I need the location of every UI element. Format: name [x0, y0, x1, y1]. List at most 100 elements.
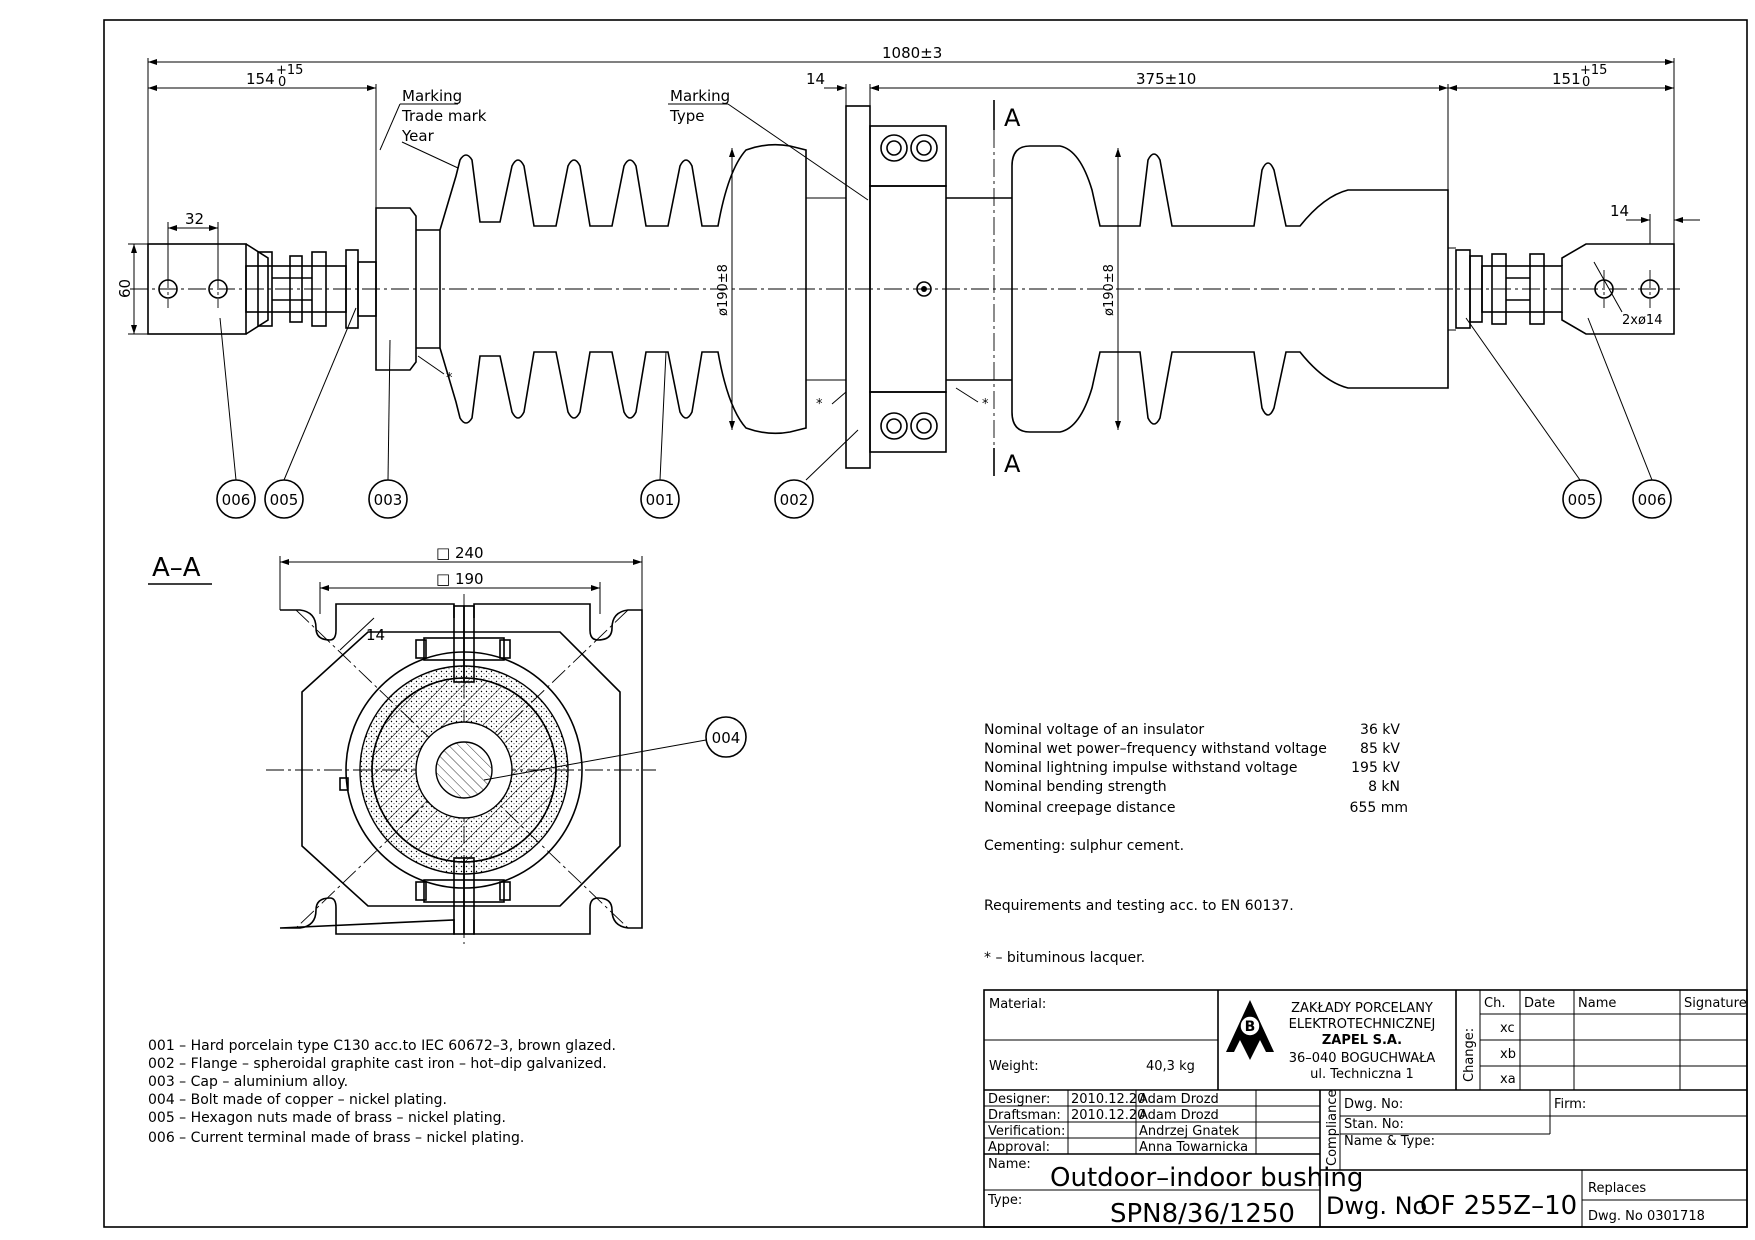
dim-right-part: 375±10 — [1136, 70, 1196, 88]
dim-left-tol-up: +15 — [276, 63, 303, 78]
rating-value-3: 8 kN — [1368, 779, 1400, 795]
logo-letter: B — [1245, 1019, 1256, 1035]
flange-002 — [845, 105, 947, 469]
dwg-label: Dwg. No — [1326, 1192, 1427, 1220]
firm-label: Firm: — [1554, 1097, 1586, 1112]
approval-name: Anna Towarnicka — [1139, 1140, 1248, 1155]
left-terminal — [147, 243, 377, 335]
asterisk-neck: * — [982, 397, 989, 412]
dim-left-terminal: 154 — [246, 70, 275, 88]
part-001: 001 – Hard porcelain type C130 acc.to IE… — [148, 1038, 616, 1054]
company-line3: ZAPEL S.A. — [1322, 1033, 1402, 1048]
marking-annotations: Marking Trade mark Year Marking Type — [379, 87, 869, 201]
rating-label-2: Nominal lightning impulse withstand volt… — [984, 760, 1297, 776]
rev-xb: xb — [1500, 1047, 1516, 1062]
stan-no-label: Stan. No: — [1344, 1117, 1404, 1132]
rating-label-4: Nominal creepage distance — [984, 800, 1175, 816]
company-line1: ZAKŁADY PORCELANY — [1291, 1001, 1433, 1016]
sheet-border — [103, 19, 1748, 1228]
parts-list: 001 – Hard porcelain type C130 acc.to IE… — [148, 1038, 616, 1146]
marking-left-line1: Trade mark — [401, 107, 487, 125]
dim-right-tab: 14 — [1610, 202, 1629, 220]
dim-left-tol-low: 0 — [278, 75, 286, 90]
dimension-lines: 1080±3 154 +15 0 14 375±10 151 +15 0 32 … — [116, 44, 1700, 335]
part-004: 004 – Bolt made of copper – nickel plati… — [148, 1092, 447, 1108]
title-block: Material: Weight: 40,3 kg B ZAKŁADY PORC… — [983, 989, 1748, 1229]
balloon-005-right: 005 — [1568, 491, 1597, 509]
shed-diameter-left: ø190±8 — [716, 264, 731, 316]
part-balloons: 006 005 003 001 002 005 006 — [216, 307, 1672, 519]
weight-value: 40,3 kg — [1146, 1059, 1195, 1074]
type-value: SPN8/36/1250 — [1110, 1199, 1295, 1229]
section-dim-outer: □ 240 — [436, 544, 484, 562]
section-view-a-a: A–A □ 240 □ 190 14 — [148, 544, 747, 944]
part-002: 002 – Flange – spheroidal graphite cast … — [148, 1056, 607, 1072]
type-label: Type: — [987, 1193, 1022, 1208]
company-line2: ELEKTROTECHNICZNEJ — [1289, 1017, 1436, 1032]
verification-role: Verification: — [988, 1124, 1065, 1139]
part-003: 003 – Cap – aluminium alloy. — [148, 1074, 348, 1090]
marking-left-title: Marking — [402, 87, 462, 105]
company-logo: B — [1226, 1000, 1274, 1060]
rating-label-0: Nominal voltage of an insulator — [984, 722, 1204, 738]
rating-value-2: 195 kV — [1351, 760, 1400, 776]
dim-terminal-width: 60 — [116, 279, 134, 298]
note-requirements: Requirements and testing acc. to EN 6013… — [984, 898, 1294, 914]
marking-right-line1: Type — [669, 107, 704, 125]
draftsman-date: 2010.12.20 — [1071, 1108, 1145, 1123]
company-line4: 36–040 BOGUCHWAŁA — [1289, 1051, 1436, 1066]
rating-value-1: 85 kV — [1360, 741, 1400, 757]
replaces-label: Replaces — [1588, 1181, 1646, 1196]
shed-diameter-right: ø190±8 — [1102, 264, 1117, 316]
part-006: 006 – Current terminal made of brass – n… — [148, 1130, 524, 1146]
rating-label-1: Nominal wet power–frequency withstand vo… — [984, 741, 1327, 757]
change-label: Change: — [1462, 1028, 1477, 1082]
balloon-001: 001 — [646, 491, 675, 509]
porcelain-right — [1011, 145, 1449, 433]
porcelain-left — [439, 143, 807, 435]
dim-right-terminal: 151 — [1552, 70, 1581, 88]
rev-head-signature: Signature — [1684, 996, 1747, 1011]
rating-value-4: 655 mm — [1350, 800, 1408, 816]
draftsman-role: Draftsman: — [988, 1108, 1061, 1123]
balloon-002: 002 — [780, 491, 809, 509]
cap-003 — [375, 207, 417, 371]
replaces-value: Dwg. No 0301718 — [1588, 1209, 1705, 1224]
weight-label: Weight: — [989, 1059, 1039, 1074]
dim-holes: 2xø14 — [1622, 313, 1662, 328]
part-005: 005 – Hexagon nuts made of brass – nicke… — [148, 1110, 506, 1126]
bushing-elevation: A A ø190±8 ø190±8 * * * — [130, 100, 1680, 478]
name-type-label: Name & Type: — [1344, 1134, 1435, 1149]
section-mark-top: A — [1004, 104, 1021, 132]
section-mark-bottom: A — [1004, 450, 1021, 478]
draftsman-name: Adam Drozd — [1139, 1108, 1219, 1123]
dim-flange: 14 — [806, 70, 825, 88]
asterisk-flange: * — [816, 397, 823, 412]
designer-date: 2010.12.20 — [1071, 1092, 1145, 1107]
rating-label-3: Nominal bending strength — [984, 779, 1167, 795]
rev-xc: xc — [1500, 1021, 1515, 1036]
dim-hole-pitch: 32 — [185, 210, 204, 228]
section-dim-slot: 14 — [366, 626, 385, 644]
dim-right-tol-low: 0 — [1582, 75, 1590, 90]
section-title: A–A — [152, 553, 201, 583]
rev-head-date: Date — [1524, 996, 1555, 1011]
balloon-003: 003 — [374, 491, 403, 509]
approval-role: Approval: — [988, 1140, 1050, 1155]
verification-name: Andrzej Gnatek — [1139, 1124, 1240, 1139]
balloon-004: 004 — [712, 729, 741, 747]
balloon-006-right: 006 — [1638, 491, 1667, 509]
compliance-label: Compliance — [1325, 1089, 1340, 1166]
asterisk-cap: * — [446, 371, 453, 386]
dwg-value: OF 255Z–10 — [1420, 1191, 1577, 1221]
designer-role: Designer: — [988, 1092, 1050, 1107]
dwg-no-label: Dwg. No: — [1344, 1097, 1403, 1112]
rev-head-ch: Ch. — [1484, 996, 1505, 1011]
balloon-006-left: 006 — [222, 491, 251, 509]
designer-name: Adam Drozd — [1139, 1092, 1219, 1107]
balloon-005-left: 005 — [270, 491, 299, 509]
rev-xa: xa — [1500, 1072, 1516, 1087]
marking-right-title: Marking — [670, 87, 730, 105]
rating-value-0: 36 kV — [1360, 722, 1400, 738]
